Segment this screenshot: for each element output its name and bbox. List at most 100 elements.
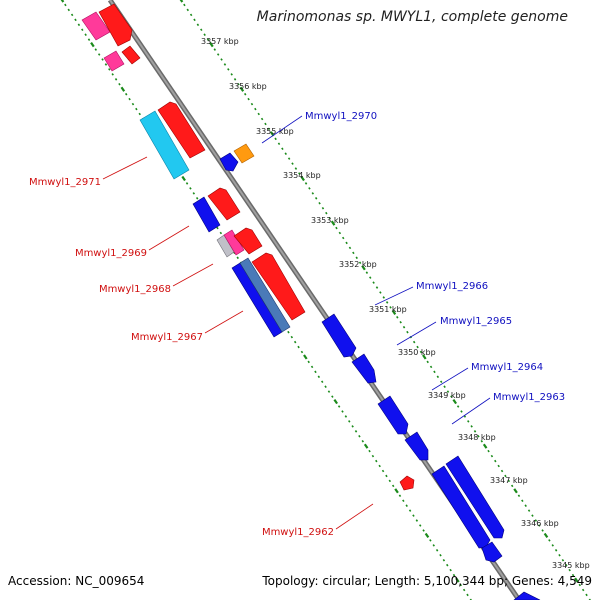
scale-dot: [363, 443, 369, 449]
gene-feature[interactable]: [223, 229, 245, 256]
gene-feature[interactable]: [513, 591, 541, 600]
scale-dot: [473, 430, 477, 433]
scale-dot: [424, 532, 430, 539]
map-title: Marinomonas sp. MWYL1, complete genome: [256, 9, 568, 25]
scale-dot: [381, 469, 385, 473]
scale-dot: [429, 365, 433, 369]
gene-feature[interactable]: [233, 143, 255, 164]
scale-dot: [320, 380, 324, 384]
tick-label: 3351 kbp: [369, 305, 407, 314]
scale-dot: [534, 519, 538, 522]
scale-dot: [378, 464, 381, 468]
scale-dot: [118, 83, 121, 86]
gene-feature[interactable]: [98, 3, 133, 47]
gene-feature[interactable]: [207, 187, 241, 221]
scale-dot: [578, 583, 582, 587]
scale-dot: [200, 28, 203, 32]
gene-label[interactable]: Mmwyl1_2966: [416, 281, 488, 292]
gene-feature[interactable]: [219, 152, 239, 172]
gene-feature[interactable]: [251, 252, 306, 321]
gene-feature[interactable]: [445, 455, 505, 539]
gene-feature[interactable]: [377, 395, 409, 435]
gene-label[interactable]: Mmwyl1_2969: [75, 248, 147, 259]
scale-dot: [219, 231, 223, 235]
gene-label[interactable]: Mmwyl1_2964: [471, 362, 543, 373]
scale-dot: [338, 231, 342, 235]
scale-dot: [538, 524, 541, 527]
scale-dot: [67, 8, 70, 12]
scale-dot: [399, 320, 402, 324]
gene-feature[interactable]: [431, 465, 491, 549]
reverse-strand-genes: [81, 3, 415, 491]
tick-label: 3355 kbp: [256, 127, 294, 136]
forward-label-leaders: [261, 115, 491, 425]
gene-feature[interactable]: [404, 431, 429, 461]
gene-label[interactable]: Mmwyl1_2963: [493, 392, 565, 403]
scale-dot: [371, 454, 375, 458]
scale-dot: [406, 330, 409, 334]
scale-dot: [375, 459, 378, 463]
scale-dot: [114, 78, 118, 81]
scale-dot: [290, 335, 294, 339]
scale-dot: [277, 142, 281, 146]
scale-dot: [192, 192, 196, 195]
gene-label[interactable]: Mmwyl1_2971: [29, 177, 101, 188]
scale-dot: [442, 558, 446, 562]
scale-dot: [480, 439, 484, 443]
scale-dot: [554, 549, 558, 552]
scale-dot: [220, 58, 223, 61]
scale-dot: [183, 3, 186, 7]
scale-dot: [460, 410, 463, 413]
tick-label: 3356 kbp: [229, 82, 267, 91]
scale-dot: [181, 175, 186, 182]
gene-feature[interactable]: [321, 313, 357, 358]
scale-dot: [189, 187, 192, 190]
scale-dot: [361, 265, 366, 271]
scale-dot: [70, 13, 74, 17]
tick-label: 3352 kbp: [339, 260, 377, 269]
scale-dot: [111, 73, 114, 76]
scale-dot: [74, 18, 77, 22]
scale-dot: [462, 588, 466, 592]
scale-dot: [337, 405, 341, 408]
gene-label[interactable]: Mmwyl1_2970: [305, 111, 377, 122]
scale-tracks: [60, 0, 591, 600]
genome-summary-text: Topology: circular; Length: 5,100,344 bp…: [262, 574, 592, 588]
scale-dot: [388, 479, 392, 483]
scale-dot: [436, 375, 440, 379]
scale-dot: [543, 532, 549, 539]
gene-feature[interactable]: [399, 475, 415, 491]
scale-dot: [108, 68, 111, 71]
scale-dot: [439, 380, 443, 384]
gene-feature[interactable]: [233, 227, 263, 255]
gene-feature[interactable]: [157, 101, 206, 159]
scale-dot: [459, 583, 463, 587]
scale-dot: [341, 410, 344, 413]
scale-dot: [257, 112, 260, 116]
gene-feature[interactable]: [351, 353, 377, 384]
gene-label[interactable]: Mmwyl1_2962: [262, 527, 334, 538]
gene-label[interactable]: Mmwyl1_2967: [131, 332, 203, 343]
scale-dot: [521, 499, 524, 503]
gene-label[interactable]: Mmwyl1_2965: [440, 316, 512, 327]
scale-dot: [348, 246, 352, 250]
scale-dot: [379, 291, 382, 294]
scale-dot: [398, 494, 402, 498]
scale-dot: [193, 18, 196, 22]
scale-dot: [260, 117, 264, 121]
gene-feature[interactable]: [121, 45, 141, 65]
scale-dot: [287, 330, 290, 334]
gene-feature[interactable]: [481, 541, 503, 563]
scale-dot: [254, 107, 257, 111]
gene-feature[interactable]: [192, 196, 221, 233]
scale-dot: [541, 529, 544, 532]
gene-label[interactable]: Mmwyl1_2968: [99, 284, 171, 295]
gene-feature[interactable]: [239, 257, 291, 333]
scale-dot: [419, 524, 422, 527]
reverse-label-leaders: [102, 156, 374, 530]
scale-dot: [558, 553, 561, 557]
gene-feature[interactable]: [103, 50, 125, 72]
gene-feature[interactable]: [139, 110, 190, 180]
scale-dot: [196, 23, 200, 27]
